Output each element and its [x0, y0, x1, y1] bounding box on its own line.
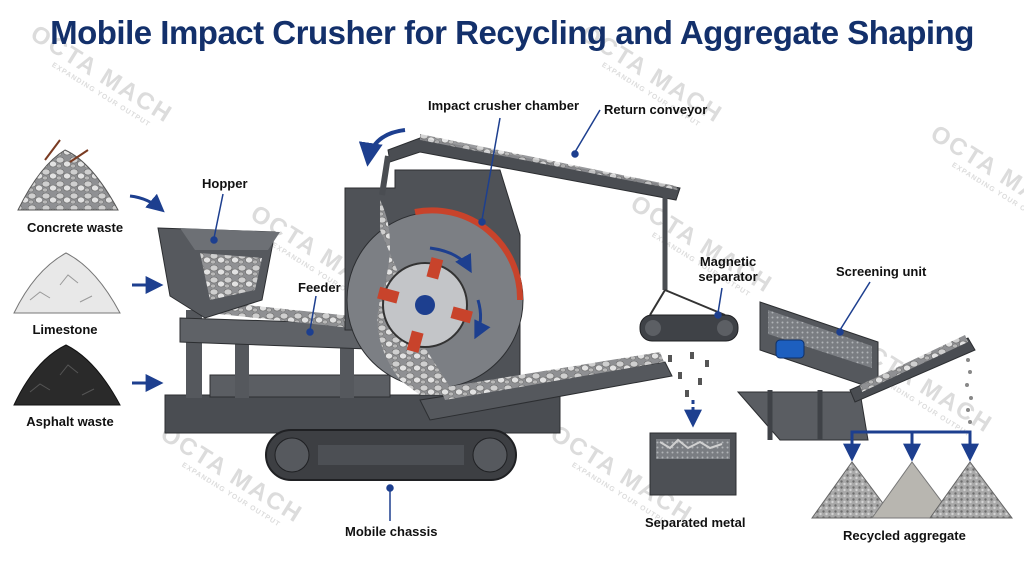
label-mobile-chassis: Mobile chassis [345, 524, 438, 539]
leader-lines [210, 109, 871, 521]
limestone-pile [13, 252, 121, 314]
feed-arrow [129, 193, 165, 213]
label-hopper: Hopper [202, 176, 248, 191]
label-separated-metal: Separated metal [645, 515, 746, 530]
magnetic-separator [639, 289, 739, 428]
label-recycled-aggregate: Recycled aggregate [843, 528, 966, 543]
aggregate-pile [929, 461, 1013, 519]
label-screening-unit: Screening unit [836, 264, 927, 279]
label-magnetic-separator: Magnetic separator [688, 254, 768, 284]
screening-machine [736, 301, 976, 441]
label-magnetic-line1: Magnetic [699, 254, 757, 269]
return-conveyor [379, 134, 681, 290]
asphalt-pile [13, 344, 121, 406]
output-split-arrows [843, 430, 979, 462]
concrete-pile [17, 139, 119, 211]
label-magnetic-line2: separator [698, 269, 758, 284]
metal-bin [649, 432, 737, 496]
aggregate-pile [871, 461, 955, 519]
label-asphalt-waste: Asphalt waste [26, 414, 114, 429]
label-concrete-waste: Concrete waste [26, 220, 124, 235]
aggregate-pile [811, 461, 895, 519]
label-return-conveyor: Return conveyor [604, 102, 708, 117]
recirculation-arrow [358, 128, 406, 167]
crusher-machine [157, 169, 673, 481]
page-title: Mobile Impact Crusher for Recycling and … [50, 14, 974, 51]
label-limestone: Limestone [32, 322, 98, 337]
label-feeder: Feeder [298, 280, 341, 295]
vibrator-motor [775, 339, 805, 359]
label-impact-chamber: Impact crusher chamber [428, 98, 580, 113]
